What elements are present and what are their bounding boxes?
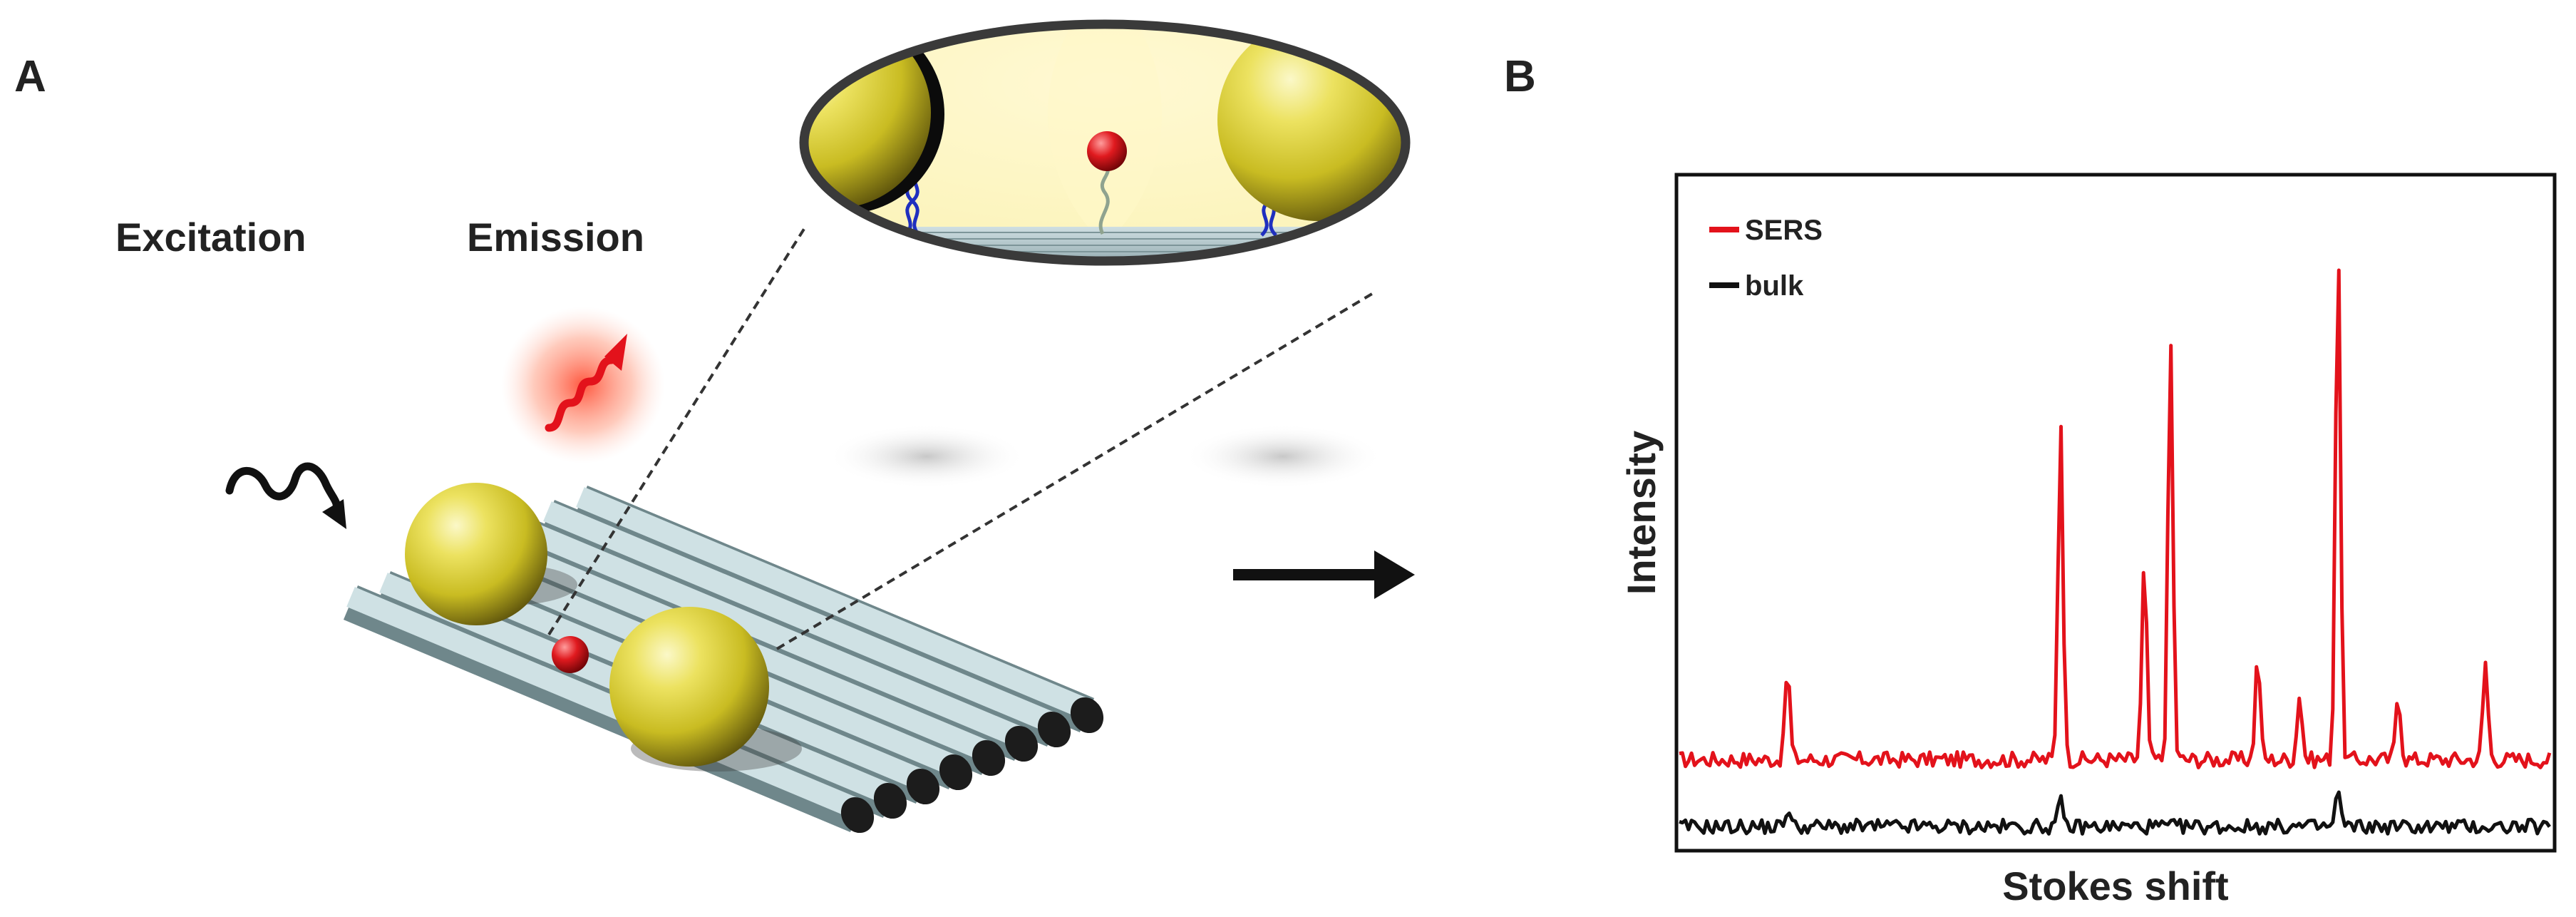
series-line-bulk <box>1679 790 2551 836</box>
legend-label-bulk: bulk <box>1745 270 1804 302</box>
excitation-wave-icon <box>225 462 346 529</box>
zoom-line <box>547 225 807 636</box>
plot-frame <box>1674 173 2557 853</box>
nanorod <box>572 486 1104 734</box>
emission-wave-icon <box>545 334 627 432</box>
gold-nanoparticle-right <box>609 607 769 767</box>
gold-nanoparticle-left <box>405 483 547 625</box>
molecule-tether <box>1098 164 1110 235</box>
x-axis-label: Stokes shift <box>2002 864 2228 908</box>
y-axis-label: Intensity <box>1619 431 1664 595</box>
magnified-inset <box>799 19 1411 266</box>
excitation-label: Excitation <box>115 215 306 260</box>
legend-label-sers: SERS <box>1745 215 1823 246</box>
arrow-right-icon <box>1233 550 1415 599</box>
spectrum-chart: SERS bulk Intensity Stokes shift <box>1619 173 2557 908</box>
nanorod <box>540 500 1071 748</box>
analyte-molecule <box>552 636 589 673</box>
series-line-sers <box>1679 268 2552 769</box>
legend: SERS bulk <box>1709 215 1823 302</box>
inset-shadow <box>827 424 1026 488</box>
inset-analyte-molecule <box>1087 131 1127 171</box>
inset-shadow <box>1183 424 1383 488</box>
emission-label: Emission <box>467 215 644 260</box>
inset-gold-particle-right <box>1217 24 1406 221</box>
panel-label-a: A <box>14 52 46 101</box>
zoom-line <box>776 292 1374 650</box>
nanorod <box>343 585 875 834</box>
panel-label-b: B <box>1504 52 1536 101</box>
nanorod <box>507 514 1039 762</box>
